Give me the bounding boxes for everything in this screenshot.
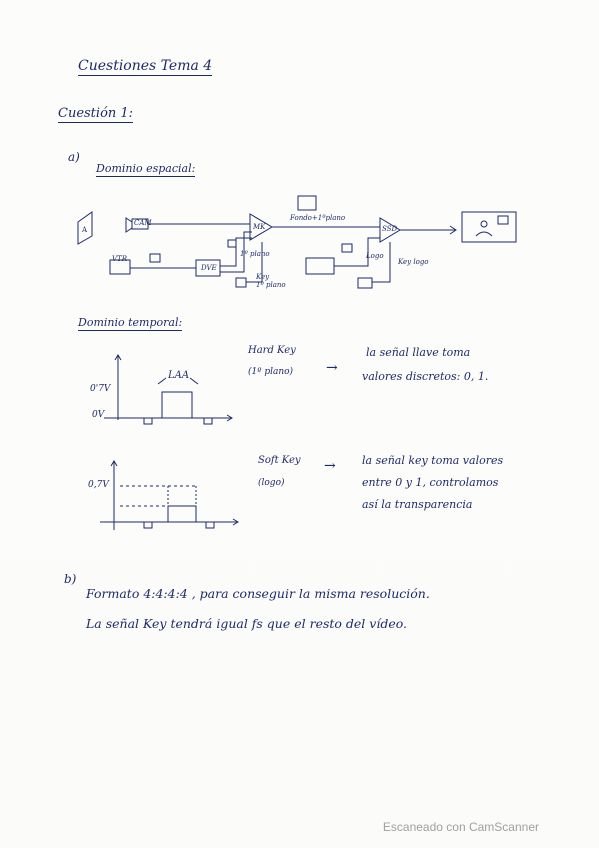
vtr-image-icon: [149, 253, 161, 263]
output-logo: [497, 215, 509, 225]
fondo-label: Fondo+1ºplano: [290, 214, 346, 222]
hard-desc-2: valores discretos: 0, 1.: [362, 370, 489, 383]
soft-key-label: Soft Key: [258, 455, 301, 466]
part-b-line-2: La señal Key tendrá igual fs que el rest…: [86, 616, 408, 631]
cam-label: CAM: [134, 219, 152, 227]
keylogo-label: Key logo: [398, 258, 429, 266]
hard-arrow: →: [326, 360, 338, 376]
soft-key-sub: (logo): [258, 478, 285, 488]
part-a-label: a): [68, 150, 80, 164]
soft-desc-2: entre 0 y 1, controlamos: [362, 476, 499, 489]
soft-desc-3: así la transparencia: [362, 498, 473, 511]
hard-y-arrow: [114, 354, 122, 361]
output-monitor: [461, 211, 517, 243]
vtr-label: VTR: [112, 255, 127, 263]
soft-arrow: →: [324, 458, 336, 474]
logo-image-icon: [341, 243, 353, 253]
keylogo-image-icon: [357, 277, 373, 289]
dve-box: [195, 259, 221, 277]
soft-07v-label: 0,7V: [88, 480, 109, 490]
output-body: [475, 231, 493, 237]
mixer-triangle: [249, 213, 273, 241]
question-heading: Cuestión 1:: [58, 106, 134, 123]
key-to-mixer-line: [246, 242, 263, 283]
vtr-box: [109, 259, 131, 275]
hard-desc-1: la señal llave toma: [366, 346, 471, 359]
plano1-label: 1º plano: [240, 250, 270, 258]
source-image-icon: [77, 211, 93, 245]
background-image-icon: [297, 195, 317, 211]
hard-0v-label: 0V: [92, 410, 105, 420]
dve-label: DVE: [201, 264, 217, 272]
soft-sync-pulse-2: [205, 522, 215, 529]
output-arrow: [449, 225, 457, 235]
hard-key-pulse: [161, 391, 193, 418]
dve-key-line: [220, 231, 252, 273]
soft-sync-pulse-1: [143, 522, 153, 529]
laa-label: LAA: [168, 370, 190, 381]
plano-image-icon: [227, 239, 237, 248]
hard-sync-pulse-1: [143, 418, 153, 425]
output-head: [480, 220, 488, 228]
soft-desc-1: la señal key toma valores: [362, 454, 504, 467]
ssd-label: SSD: [382, 225, 398, 233]
hard-key-sub: (1º plano): [248, 367, 294, 377]
temporal-heading: Dominio temporal:: [78, 316, 183, 331]
logo-line: [334, 237, 380, 267]
scanner-watermark: Escaneado con CamScanner: [382, 820, 539, 834]
laa-brackets: [157, 377, 199, 385]
hard-07v-label: 0'7V: [90, 384, 111, 394]
key-plano-label: 1º plano: [256, 281, 286, 289]
hard-sync-pulse-2: [203, 418, 213, 425]
soft-y-arrow: [110, 460, 118, 467]
keylogo-line: [372, 242, 391, 283]
hard-key-label: Hard Key: [248, 345, 296, 356]
part-b-line-1: Formato 4:4:4:4 , para conseguir la mism…: [86, 586, 430, 601]
key-label: Key: [256, 273, 270, 281]
part-b-label: b): [64, 572, 77, 586]
ssd-triangle: [379, 217, 401, 243]
spatial-heading: Dominio espacial:: [96, 162, 196, 177]
mixer-label: MK: [253, 223, 266, 231]
source-image-letter: A: [81, 226, 88, 234]
page-title: Cuestiones Tema 4: [78, 58, 213, 76]
hard-x-arrow: [226, 414, 233, 422]
soft-x-arrow: [232, 518, 239, 526]
soft-key-pulse: [167, 505, 197, 522]
logo-label: Logo: [366, 252, 384, 260]
